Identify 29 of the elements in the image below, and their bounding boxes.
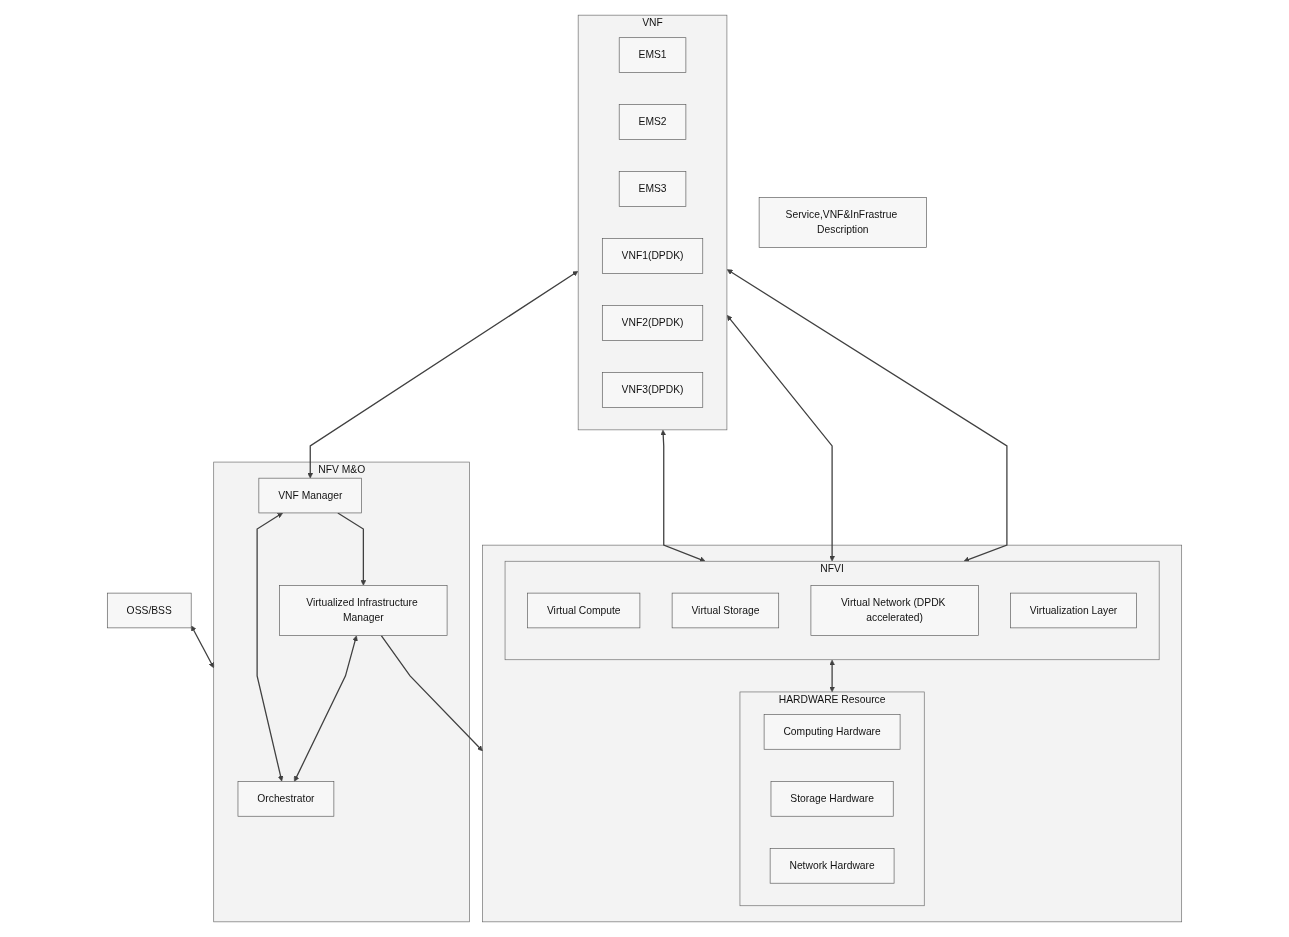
arrow [256, 512, 284, 782]
node-box: VNF2(DPDK) [602, 305, 704, 341]
node-box: Computing Hardware [763, 714, 901, 750]
arrow [337, 512, 367, 586]
arrow [294, 635, 358, 782]
node-box: OSS/BSS [107, 592, 192, 629]
node-box: Virtualized Infrastructure Manager [279, 585, 448, 636]
arrow [726, 269, 1008, 563]
node-box: Orchestrator [237, 781, 335, 817]
node-box: Virtual Compute [527, 592, 641, 629]
node-box: VNF Manager [258, 477, 362, 514]
arrow [829, 659, 835, 693]
arrow [380, 634, 483, 752]
arrow [191, 625, 214, 669]
node-box: VNF1(DPDK) [602, 238, 704, 274]
arrow [660, 429, 706, 562]
cluster [482, 544, 1182, 923]
node-box: EMS1 [618, 37, 687, 73]
arrow [307, 270, 579, 479]
node-box: Storage Hardware [770, 781, 894, 817]
node-box: Network Hardware [769, 848, 895, 884]
node-box: EMS2 [618, 104, 687, 140]
node-box: Service,VNF&InFrastrue Description [758, 197, 927, 248]
node-box: Virtualization Layer [1010, 592, 1137, 629]
node-box: VNF3(DPDK) [602, 372, 704, 408]
node-box: EMS3 [618, 171, 687, 207]
arrow [726, 315, 835, 562]
node-box: Virtual Network (DPDK accelerated) [810, 585, 979, 636]
node-box: Virtual Storage [671, 592, 780, 629]
